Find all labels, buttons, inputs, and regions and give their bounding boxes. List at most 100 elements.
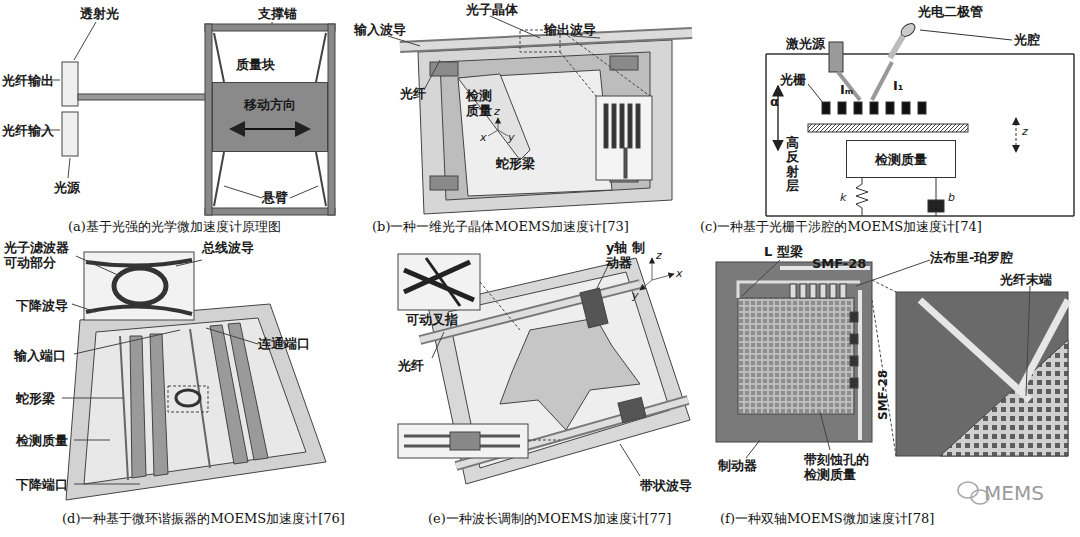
panel-b-drawing-part [458,70,612,196]
part-label: 激光源 [786,36,825,51]
part-label: 蛇形梁 [16,391,55,406]
panel-e-drawing-part [398,254,480,310]
panel-c-drawing-part [936,178,937,200]
panel-caption: (a)基于光强的光学微加速度计原理图 [68,219,281,234]
panel-a-drawing-part [328,24,335,215]
panel-e-drawing-part [640,280,652,290]
panel-b-drawing-part [636,104,640,148]
panel-f-drawing-part [1026,286,1030,396]
proof-mass-box: 检测质量 [846,140,956,178]
part-label: 悬臂 [262,190,288,205]
panel-d-drawing-part [74,330,180,354]
part-label: 蛇形梁 [496,156,535,171]
axis-label: y [508,130,515,145]
panel-a-drawing-part [78,94,212,100]
panel-c-drawing-part [920,30,1012,40]
panel-f-drawing-part [872,280,896,292]
panel-e-drawing-part [652,274,674,280]
panel-c-drawing-part [1016,118,1017,152]
part-label: 输入波导 [354,22,406,37]
panel-a-drawing-part [214,33,224,82]
panel-f-drawing-part [810,284,816,298]
axis-label: z [494,104,500,119]
panel-f-drawing-part [716,262,872,442]
part-label: 光纤输出 [2,73,54,88]
part-label: y轴 制动器 [606,240,646,270]
panel-b-drawing [388,16,692,214]
part-label: 输入端口 [14,348,66,363]
part-label: 光纤 [398,358,424,373]
panel-b-drawing-part [498,130,508,136]
mass-block: 移动方向 [212,82,328,152]
panel-b-drawing-part [560,30,650,96]
panel-f-drawing-part [856,260,930,286]
panel-f-drawing-part [896,292,1068,456]
part-label: 带状波导 [640,478,692,493]
panel-caption: (e)一种波长调制的MOEMS加速度计[77] [428,511,671,526]
panel-c-drawing-part [808,124,968,132]
panel-e-drawing-part [580,288,608,328]
panel-e-drawing-part [398,424,528,458]
part-label: α [770,94,779,109]
panel-b-drawing-part [624,148,627,178]
panel-b-drawing-part [430,176,458,190]
panel-c-drawing-part [872,62,892,100]
panel-caption: (c)一种基于光栅干涉腔的MOEMS加速度计[74] [700,219,982,234]
panel-f-drawing-part [850,378,858,388]
panel-b-drawing-part [418,40,672,214]
panel-f-drawing-part [850,312,858,322]
part-label: 支撑锚 [258,6,297,21]
panel-b-drawing-part [620,104,624,148]
part-label: 光源 [54,180,80,195]
panel-b-drawing-part [610,56,638,70]
panel-d-drawing-part [176,390,200,406]
panel-e-drawing-part [404,262,470,292]
panel-c-drawing-part [808,84,824,104]
panel-a-drawing-part [205,208,335,215]
panel-c-drawing-part [854,102,862,114]
panel-c-drawing-part [822,102,830,114]
panel-b-drawing-part [628,104,632,148]
panel-f-drawing-part [820,284,826,298]
part-label: 可动叉指 [406,312,458,327]
panel-d-drawing-part [84,252,194,320]
panel-f-drawing-part [742,260,780,296]
panel-c-drawing-part [838,102,846,114]
panel-b-drawing-part [488,130,498,136]
part-label: 制动器 [718,458,757,473]
panel-e-drawing-part [652,258,653,280]
panel-a-drawing-part [214,152,224,206]
part-label: 法布里-珀罗腔 [930,250,1013,265]
part-label: 光纤 [400,86,426,101]
panel-f-drawing-part [830,284,836,298]
panel-e-drawing-part [500,318,640,430]
panel-caption: (d)一种基于微环谐振器的MOEMS加速度计[76] [62,511,345,526]
panel-b-drawing-part [498,118,499,130]
panel-c-drawing-part [766,53,1074,55]
panel-f-drawing-part [738,298,854,414]
panel-c-drawing-part [936,212,937,216]
panel-a-drawing-part [62,112,78,156]
panel-c-drawing-part [870,102,878,114]
rotated-label: SMF-28 [876,370,890,420]
part-label: 下降端口 [16,477,68,492]
panel-f-drawing-part [820,412,830,450]
panel-caption: (f)一种双轴MOEMS微加速度计[78] [720,511,934,526]
panel-b-drawing-part [596,96,652,180]
panel-a-drawing-part [316,152,326,206]
panel-f-drawing-part [790,284,796,298]
panel-b-drawing-part [388,36,420,46]
part-label: 光子晶体 [466,2,518,17]
panel-f-drawing-part [940,340,1068,456]
panel-e-drawing-part [432,332,444,358]
part-label: 连通端口 [258,336,310,351]
panel-c-drawing-part [890,36,903,58]
panel-d-drawing-part [74,484,140,485]
panel-d-drawing-part [62,398,124,399]
panel-d-drawing-part [206,328,258,344]
panel-d-drawing-part [176,260,202,266]
part-label: 带刻蚀孔的 检测质量 [804,452,884,482]
panel-a-drawing-part [205,24,212,215]
panel-b-drawing-part [458,74,530,160]
